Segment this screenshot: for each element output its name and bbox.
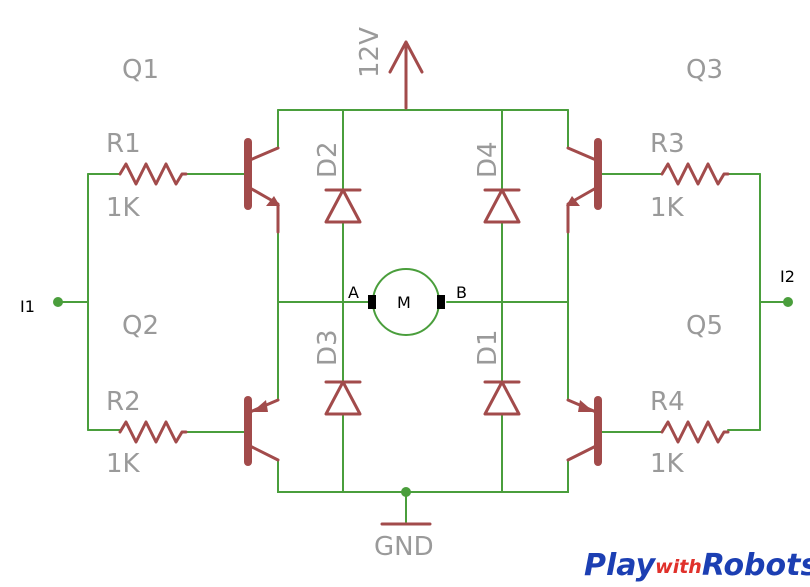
- r4-value: 1K: [650, 449, 685, 479]
- motor-terminal-a: [368, 295, 376, 309]
- wires: [57, 107, 789, 523]
- diode-d1: [483, 380, 521, 416]
- ground-node: [401, 487, 411, 497]
- supply-label: 12V: [355, 27, 385, 78]
- logo-part1: Play: [584, 548, 657, 583]
- svg-text:PlaywithRobots: PlaywithRobots: [584, 548, 810, 583]
- transistor-q3: [566, 138, 602, 234]
- d2-label: D2: [313, 141, 343, 178]
- input-i2-label: I2: [780, 267, 795, 286]
- motor-terminal-b: [437, 295, 445, 309]
- transistor-q1: [244, 138, 280, 234]
- q3-label: Q3: [686, 55, 723, 85]
- d3-label: D3: [313, 329, 343, 366]
- r4-name: R4: [650, 387, 685, 417]
- r2-name: R2: [106, 387, 141, 417]
- r3-name: R3: [650, 129, 685, 159]
- diode-d4: [483, 188, 521, 224]
- r1-name: R1: [106, 129, 141, 159]
- resistor-r2: [118, 420, 188, 444]
- motor-terminal-b-label: B: [456, 283, 467, 302]
- supply-12v: [388, 40, 424, 110]
- transistor-q5: [566, 396, 602, 466]
- r1-value: 1K: [106, 193, 141, 223]
- resistor-r3: [660, 162, 730, 186]
- motor: [368, 268, 445, 336]
- resistor-r1: [118, 162, 188, 186]
- q2-label: Q2: [122, 311, 159, 341]
- logo-part3: Robots: [702, 548, 810, 583]
- junction-dots: [53, 297, 793, 497]
- playwithrobots-logo: PlaywithRobots: [584, 548, 810, 583]
- logo-part2: with: [655, 556, 702, 578]
- r3-value: 1K: [650, 193, 685, 223]
- transistor-q2: [244, 396, 280, 466]
- i2-terminal[interactable]: [783, 297, 793, 307]
- resistor-r4: [660, 420, 730, 444]
- q1-label: Q1: [122, 55, 159, 85]
- d4-label: D4: [473, 141, 503, 178]
- ground-label: GND: [374, 532, 434, 562]
- diode-d2: [324, 188, 362, 224]
- q5-label: Q5: [686, 311, 723, 341]
- motor-terminal-a-label: A: [348, 283, 359, 302]
- input-i1-label: I1: [20, 297, 35, 316]
- d1-label: D1: [473, 329, 503, 366]
- i1-terminal[interactable]: [53, 297, 63, 307]
- diode-d3: [324, 380, 362, 416]
- motor-label: M: [397, 293, 411, 312]
- r2-value: 1K: [106, 449, 141, 479]
